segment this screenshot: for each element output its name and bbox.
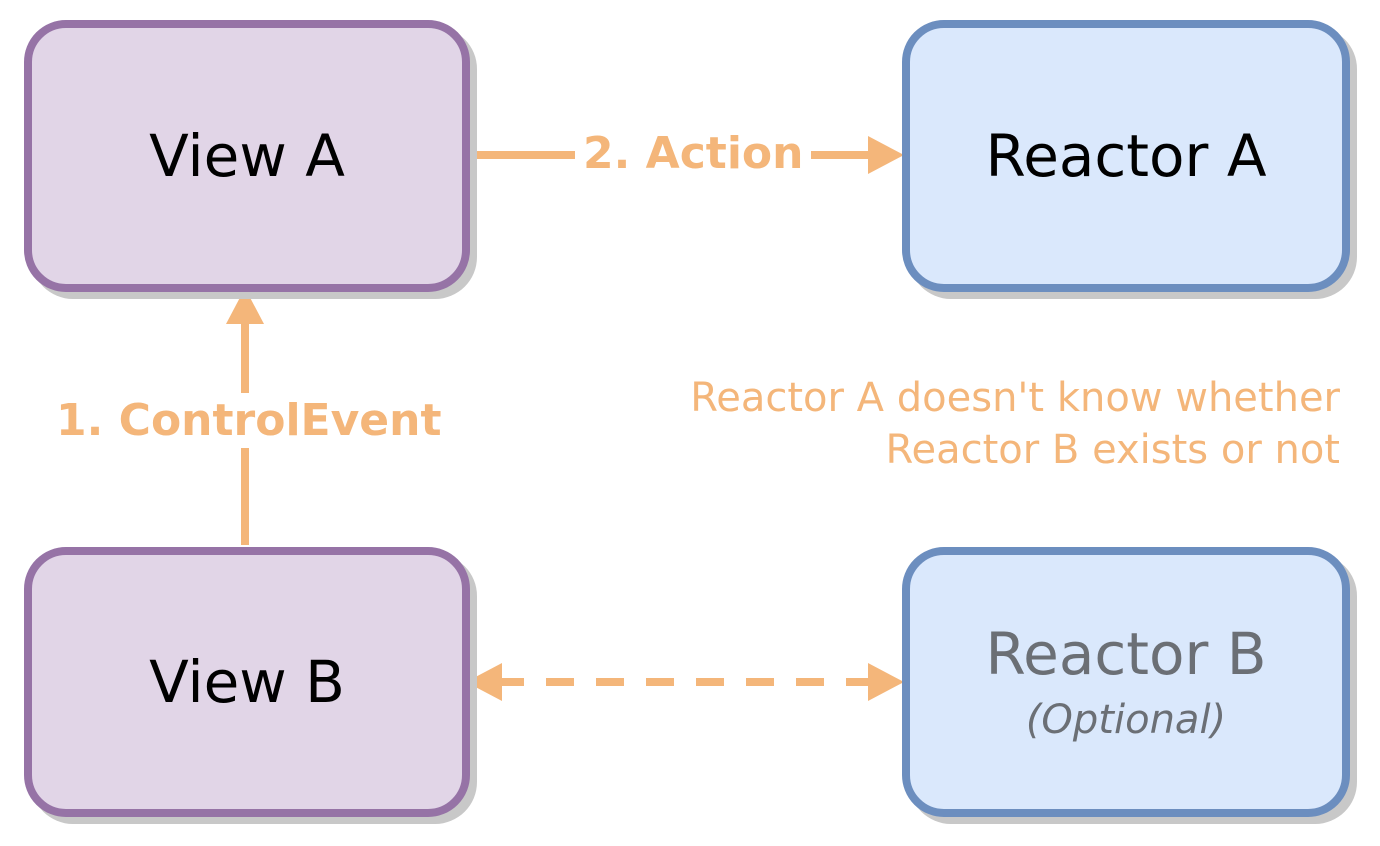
reactor-note: Reactor A doesn't know whether Reactor B… [690, 372, 1340, 476]
action-edge-label: 2. Action [575, 128, 812, 179]
view-a-title: View A [149, 121, 345, 190]
reactor-b-subtitle: (Optional) [1025, 697, 1227, 744]
view-b-title: View B [149, 647, 345, 716]
reactor-a-title: Reactor A [985, 121, 1267, 190]
control-event-arrowhead [226, 288, 264, 324]
reactor-b-title: Reactor B [985, 619, 1267, 688]
control-event-edge-label: 1. ControlEvent [50, 393, 448, 448]
view-b-node: View B [24, 547, 470, 817]
binding-arrowhead-left [466, 663, 502, 701]
reactor-a-node: Reactor A [902, 20, 1350, 292]
reactor-b-node: Reactor B (Optional) [902, 547, 1350, 817]
reactor-note-line-2: Reactor B exists or not [885, 427, 1341, 473]
view-a-node: View A [24, 20, 470, 292]
reactor-note-line-1: Reactor A doesn't know whether [690, 375, 1340, 421]
binding-arrowhead-right [868, 663, 904, 701]
action-arrowhead [868, 136, 904, 174]
